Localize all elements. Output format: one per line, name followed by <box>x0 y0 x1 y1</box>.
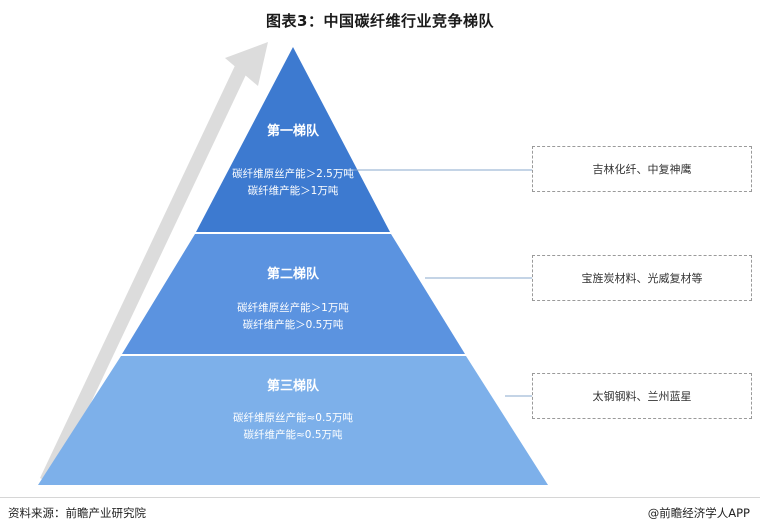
tier-2-criteria-2: 碳纤维产能＞0.5万吨 <box>242 319 344 331</box>
tier-2-companies: 宝旌炭材料、光威复材等 <box>581 272 703 285</box>
chart-title: 图表3：中国碳纤维行业竞争梯队 <box>266 12 494 30</box>
tier-1-shape <box>196 47 390 232</box>
brand-credit: @前瞻经济学人APP <box>647 506 750 520</box>
tier-3-criteria-2: 碳纤维产能≈0.5万吨 <box>243 429 343 441</box>
footer-divider <box>0 497 760 498</box>
tier-1-companies-box: 吉林化纤、中复神鹰 <box>532 146 752 192</box>
tier-2-label-group: 第二梯队 碳纤维原丝产能＞1万吨 碳纤维产能＞0.5万吨 <box>193 263 393 334</box>
tier-2-companies-box: 宝旌炭材料、光威复材等 <box>532 255 752 301</box>
tier-3-label-group: 第三梯队 碳纤维原丝产能≈0.5万吨 碳纤维产能≈0.5万吨 <box>193 375 393 444</box>
tier-1-criteria-1: 碳纤维原丝产能＞2.5万吨 <box>232 168 354 180</box>
tier-3-companies-box: 太钢钢料、兰州蓝星 <box>532 373 752 419</box>
trend-arrow-head <box>225 42 268 86</box>
tier-2-name: 第二梯队 <box>266 267 319 282</box>
tier-2-shape <box>122 234 465 354</box>
tier-3-criteria-1: 碳纤维原丝产能≈0.5万吨 <box>233 412 353 424</box>
tier-3-shape <box>38 356 548 485</box>
tier-1-companies: 吉林化纤、中复神鹰 <box>592 163 692 176</box>
tier-3-name: 第三梯队 <box>266 379 319 394</box>
tier-1-name: 第一梯队 <box>266 124 319 139</box>
trend-arrow-shaft <box>40 55 252 485</box>
tier-1-label-group: 第一梯队 碳纤维原丝产能＞2.5万吨 碳纤维产能＞1万吨 <box>193 120 393 200</box>
source-note: 资料来源：前瞻产业研究院 <box>8 506 146 520</box>
tier-3-companies: 太钢钢料、兰州蓝星 <box>592 390 692 403</box>
tier-2-criteria-1: 碳纤维原丝产能＞1万吨 <box>237 302 349 314</box>
tier-1-criteria-2: 碳纤维产能＞1万吨 <box>247 185 339 197</box>
